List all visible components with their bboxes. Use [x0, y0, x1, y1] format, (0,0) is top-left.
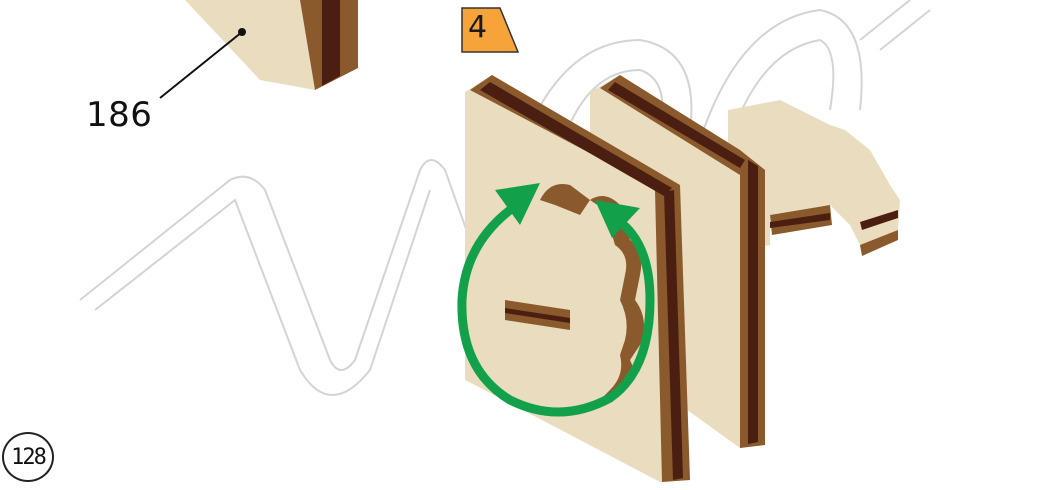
step-number: 4 — [468, 10, 487, 45]
part-186-leader-dot — [238, 28, 246, 36]
part-number-label: 186 — [86, 95, 152, 135]
page-number: 128 — [2, 432, 54, 482]
part-186-leader-line — [160, 32, 242, 98]
part-186-board — [185, 0, 358, 90]
